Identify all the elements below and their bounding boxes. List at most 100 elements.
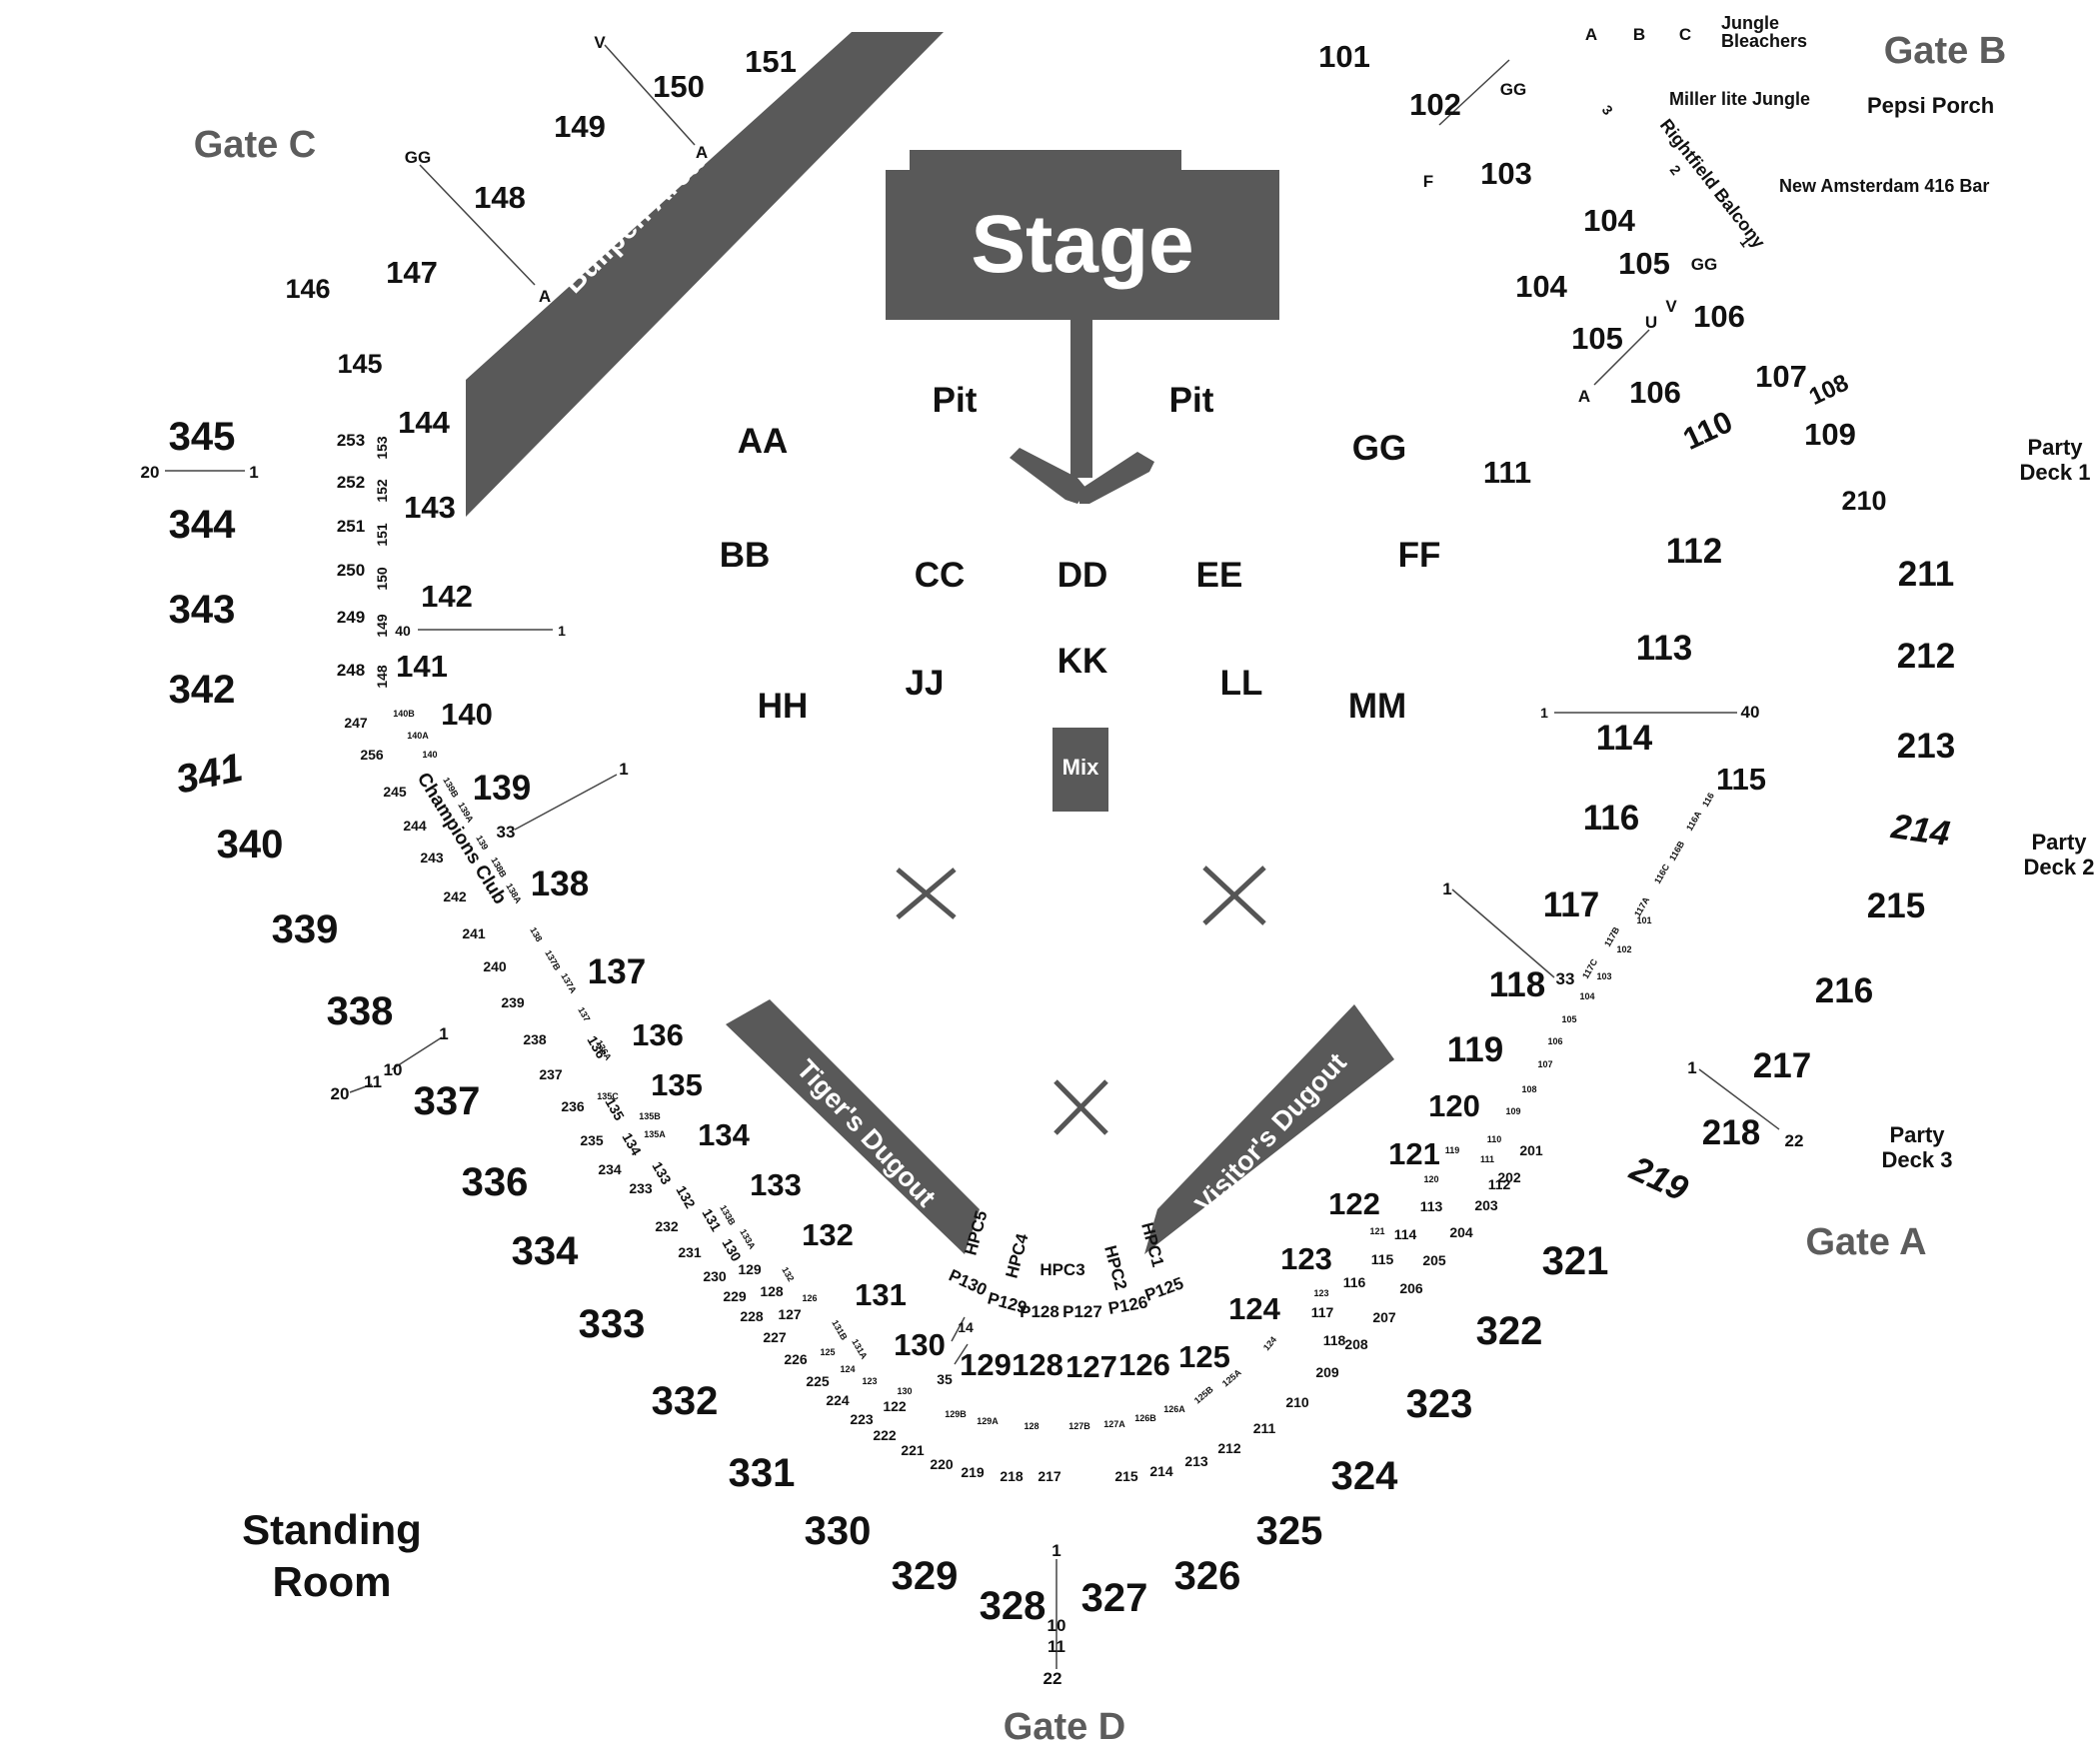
stage[interactable]: Stage [886, 150, 1279, 504]
section[interactable]: 126 [1118, 1347, 1170, 1382]
section[interactable]: 247 [344, 715, 368, 731]
section[interactable]: 232 [655, 1218, 679, 1234]
section[interactable]: 116 [1583, 799, 1639, 838]
gate-c[interactable]: Gate C [194, 124, 316, 166]
section[interactable]: 244 [403, 818, 427, 834]
section[interactable]: 223 [850, 1411, 874, 1427]
sub-section[interactable]: 104 [1579, 991, 1594, 1001]
section[interactable]: 150 [653, 69, 705, 104]
section[interactable]: 251 [337, 517, 365, 536]
section[interactable]: 123 [1280, 1241, 1332, 1276]
sub-section[interactable]: 128 [760, 1283, 784, 1299]
sub-section[interactable]: 140A [407, 731, 429, 741]
section[interactable]: 226 [784, 1351, 808, 1367]
section[interactable]: 205 [1422, 1252, 1446, 1268]
sub-section[interactable]: 140 [422, 750, 437, 760]
sub-section[interactable]: HPC4 [1003, 1231, 1033, 1280]
section[interactable]: 111 [1483, 455, 1531, 490]
section[interactable]: 238 [523, 1031, 547, 1047]
floor-section[interactable]: LL [1220, 664, 1263, 703]
section[interactable]: 127 [1065, 1349, 1117, 1384]
section[interactable]: 215 [1114, 1468, 1138, 1484]
section[interactable]: 122 [1328, 1186, 1380, 1221]
sub-section[interactable]: 103 [1596, 971, 1611, 981]
sub-section[interactable]: 137 [576, 1005, 592, 1023]
section[interactable]: 104 [1515, 269, 1567, 304]
section[interactable]: 106 [1629, 375, 1681, 410]
floor-section[interactable]: EE [1196, 556, 1243, 595]
section[interactable]: 333 [579, 1302, 646, 1346]
section[interactable]: 105 [1571, 321, 1623, 356]
section[interactable]: 149 [554, 109, 606, 144]
sub-section[interactable]: 131A [850, 1337, 870, 1361]
section[interactable]: 229 [723, 1288, 747, 1304]
section[interactable]: 332 [652, 1379, 719, 1423]
section[interactable]: 130 [894, 1327, 946, 1362]
party-deck-1[interactable]: Deck 1 [2020, 460, 2091, 485]
section[interactable]: 218 [1000, 1468, 1024, 1484]
section[interactable]: 242 [443, 888, 467, 904]
section[interactable]: 219 [1623, 1148, 1694, 1209]
sub-section[interactable]: 150 [374, 567, 390, 591]
section[interactable]: 208 [1344, 1336, 1368, 1352]
section[interactable]: 256 [360, 747, 384, 763]
section[interactable]: 125 [1178, 1339, 1230, 1374]
section[interactable]: 106 [1693, 299, 1745, 334]
sub-section[interactable]: 129 [738, 1261, 762, 1277]
section[interactable]: 222 [873, 1427, 897, 1443]
section[interactable]: 207 [1372, 1309, 1396, 1325]
sub-section[interactable]: 124 [1261, 1334, 1278, 1352]
sub-section[interactable]: 102 [1616, 944, 1631, 954]
floor-section[interactable]: JJ [906, 664, 945, 703]
section[interactable]: 212 [1217, 1440, 1241, 1456]
sub-section[interactable]: 131B [830, 1318, 850, 1342]
section[interactable]: 107 [1755, 359, 1807, 394]
sub-section[interactable]: P128 [1020, 1302, 1059, 1321]
floor-section[interactable]: DD [1057, 556, 1108, 595]
sub-section[interactable]: 125 [820, 1347, 835, 1357]
section[interactable]: 137 [588, 952, 646, 991]
section[interactable]: 252 [337, 473, 365, 492]
section[interactable]: 214 [1149, 1463, 1173, 1479]
section[interactable]: 144 [398, 405, 450, 440]
sub-section[interactable]: 113 [1420, 1198, 1443, 1214]
section[interactable]: 140 [441, 697, 493, 732]
section[interactable]: 112 [1666, 532, 1722, 571]
section[interactable]: 114 [1596, 719, 1653, 758]
sub-section[interactable]: 135B [639, 1111, 661, 1121]
section[interactable]: 109 [1804, 417, 1856, 452]
section[interactable]: 105 [1618, 246, 1670, 281]
section[interactable]: 134 [698, 1117, 750, 1152]
section[interactable]: 203 [1474, 1197, 1498, 1213]
section[interactable]: 323 [1406, 1382, 1473, 1426]
section[interactable]: 141 [396, 649, 448, 684]
sub-section[interactable]: 128 [1024, 1421, 1039, 1431]
section[interactable]: 217 [1753, 1046, 1811, 1085]
sub-section[interactable]: 123 [862, 1376, 877, 1386]
party-deck-1[interactable]: Party [2027, 435, 2083, 460]
sub-section[interactable]: 130 [897, 1386, 912, 1396]
section[interactable]: 129 [960, 1347, 1012, 1382]
section[interactable]: 218 [1702, 1113, 1760, 1152]
gate-d[interactable]: Gate D [1004, 1706, 1125, 1748]
floor-section[interactable]: FF [1398, 536, 1441, 575]
section[interactable]: 339 [272, 907, 339, 951]
section[interactable]: 211 [1898, 555, 1954, 594]
sub-section[interactable]: 148 [374, 665, 390, 689]
sub-section[interactable]: 121 [1369, 1226, 1384, 1236]
section[interactable]: 330 [805, 1509, 872, 1553]
section[interactable]: 250 [337, 561, 365, 580]
section[interactable]: 241 [462, 925, 486, 941]
section[interactable]: 132 [802, 1217, 854, 1252]
section[interactable]: 227 [763, 1329, 787, 1345]
section[interactable]: 337 [414, 1079, 481, 1123]
sub-section[interactable]: 116B [1667, 839, 1686, 863]
section[interactable]: 233 [629, 1180, 653, 1196]
section[interactable]: 206 [1399, 1280, 1423, 1296]
sub-section[interactable]: 152 [374, 479, 390, 503]
section[interactable]: 331 [729, 1451, 796, 1495]
rightfield-balcony[interactable]: Rightfield Balcony [1656, 115, 1769, 252]
section[interactable]: 341 [172, 746, 246, 803]
section[interactable]: 224 [826, 1392, 850, 1408]
sub-section[interactable]: 138 [528, 925, 544, 943]
